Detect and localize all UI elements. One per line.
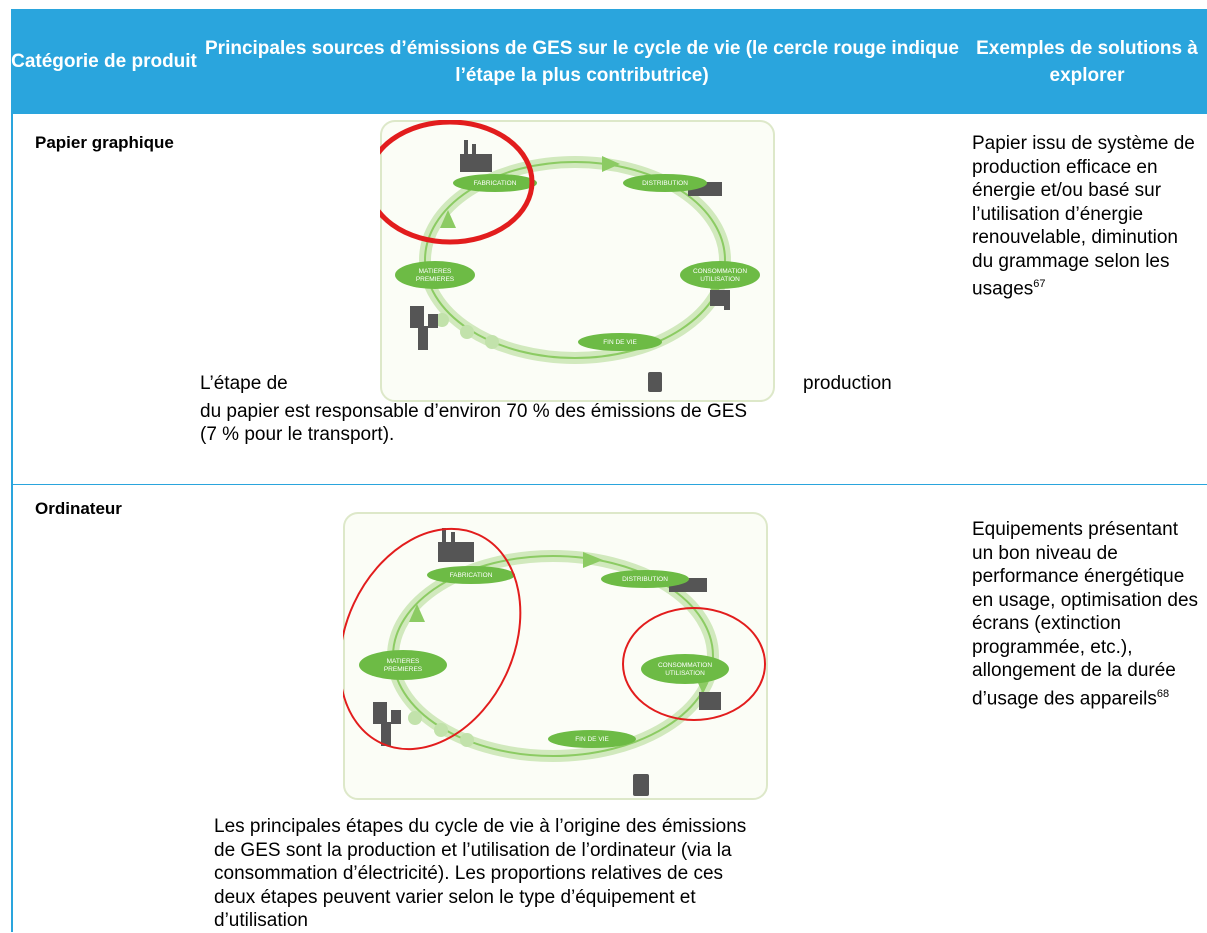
stage-label-consommation: CONSOMMATION — [658, 662, 712, 669]
stage-label-premieres: PREMIERES — [384, 666, 423, 673]
stage-label-matieres: MATIERES — [387, 658, 420, 665]
footnote-67: 67 — [1033, 278, 1046, 290]
stage-label-matieres: MATIERES — [419, 268, 452, 275]
header-category: Catégorie de produit — [11, 51, 197, 72]
stage-label-fin-de-vie: FIN DE VIE — [575, 736, 609, 743]
header-solutions: Exemples de solutions à explorer — [976, 37, 1198, 86]
stage-label-distribution: DISTRIBUTION — [622, 576, 668, 583]
desc-computer: Les principales étapes du cycle de vie à… — [214, 816, 747, 931]
table-left-border — [11, 114, 13, 932]
stage-label-fin-de-vie: FIN DE VIE — [603, 339, 637, 346]
footnote-68: 68 — [1156, 687, 1170, 700]
lifecycle-diagram-paper: FABRICATION DISTRIBUTION CONSOMMATION UT… — [380, 120, 775, 402]
category-computer: Ordinateur — [35, 499, 122, 518]
stage-label-fabrication: FABRICATION — [450, 572, 493, 579]
stage-label-premieres: PREMIERES — [416, 276, 455, 283]
diagram-art — [343, 512, 768, 800]
solution-paper-text: Papier issu de système de production eff… — [972, 133, 1195, 300]
header-sources: Principales sources d’émissions de GES s… — [205, 37, 959, 86]
row-divider — [11, 484, 1207, 485]
desc-paper-part-a: L’étape de — [200, 373, 288, 394]
stage-label-utilisation: UTILISATION — [665, 670, 705, 677]
category-paper: Papier graphique — [35, 133, 174, 152]
stage-label-distribution: DISTRIBUTION — [642, 180, 688, 187]
table-header: Catégorie de produit Principales sources… — [11, 9, 1207, 114]
solution-computer-text: Equipements présentant un bon niveau de … — [972, 519, 1199, 709]
stage-label-utilisation: UTILISATION — [700, 276, 740, 283]
desc-paper-part-c: du papier est responsable d’environ 70 %… — [200, 401, 748, 422]
solution-computer: Equipements présentant un bon niveau de … — [972, 518, 1204, 710]
desc-paper-part-d: (7 % pour le transport). — [200, 424, 395, 445]
lifecycle-diagram-computer: FABRICATION DISTRIBUTION CONSOMMATION UT… — [343, 512, 768, 800]
stage-label-consommation: CONSOMMATION — [693, 268, 747, 275]
desc-paper-part-b: production — [803, 373, 892, 394]
stage-label-fabrication: FABRICATION — [474, 180, 517, 187]
solution-paper: Papier issu de système de production eff… — [972, 132, 1200, 301]
diagram-art — [380, 120, 775, 402]
